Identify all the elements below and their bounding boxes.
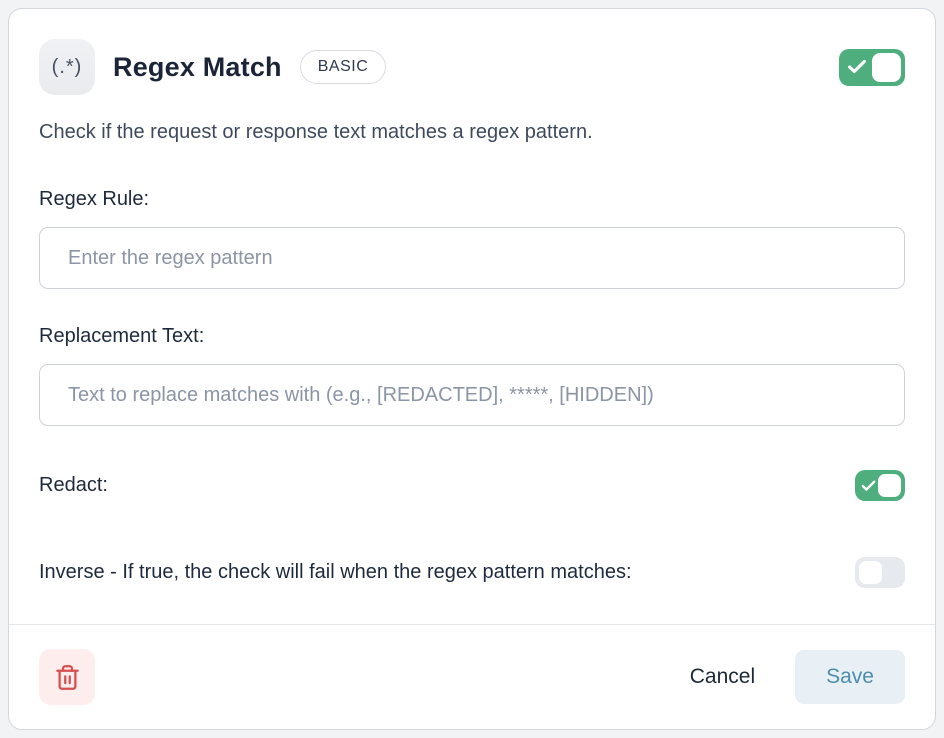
regex-match-card: (.*) Regex Match BASIC Check if the requ…: [8, 8, 936, 730]
replacement-text-input[interactable]: [39, 364, 905, 426]
save-button[interactable]: Save: [795, 650, 905, 704]
card-footer: Cancel Save: [9, 624, 935, 729]
basic-badge: BASIC: [299, 50, 387, 84]
card-description: Check if the request or response text ma…: [39, 121, 593, 143]
trash-icon: [55, 664, 79, 690]
check-icon: [848, 59, 866, 74]
replacement-text-label: Replacement Text:: [39, 325, 205, 347]
regex-rule-input[interactable]: [39, 227, 905, 289]
regex-rule-label: Regex Rule:: [39, 188, 150, 210]
toggle-knob: [878, 474, 901, 497]
redact-row: Redact:: [39, 470, 905, 501]
card-body: (.*) Regex Match BASIC Check if the requ…: [9, 9, 935, 624]
inverse-label: Inverse - If true, the check will fail w…: [39, 561, 632, 583]
regex-icon: (.*): [39, 39, 95, 95]
card-title: Regex Match: [113, 51, 282, 82]
redact-toggle[interactable]: [855, 470, 905, 501]
inverse-toggle[interactable]: [855, 557, 905, 588]
cancel-button[interactable]: Cancel: [672, 655, 773, 699]
inverse-row: Inverse - If true, the check will fail w…: [39, 557, 905, 588]
regex-icon-glyph: (.*): [51, 55, 83, 78]
delete-button[interactable]: [39, 649, 95, 705]
enabled-toggle[interactable]: [839, 48, 905, 86]
toggle-knob: [859, 561, 882, 584]
toggle-knob: [872, 52, 901, 82]
redact-label: Redact:: [39, 474, 108, 496]
card-header: (.*) Regex Match BASIC: [39, 39, 905, 95]
check-icon: [861, 480, 876, 491]
